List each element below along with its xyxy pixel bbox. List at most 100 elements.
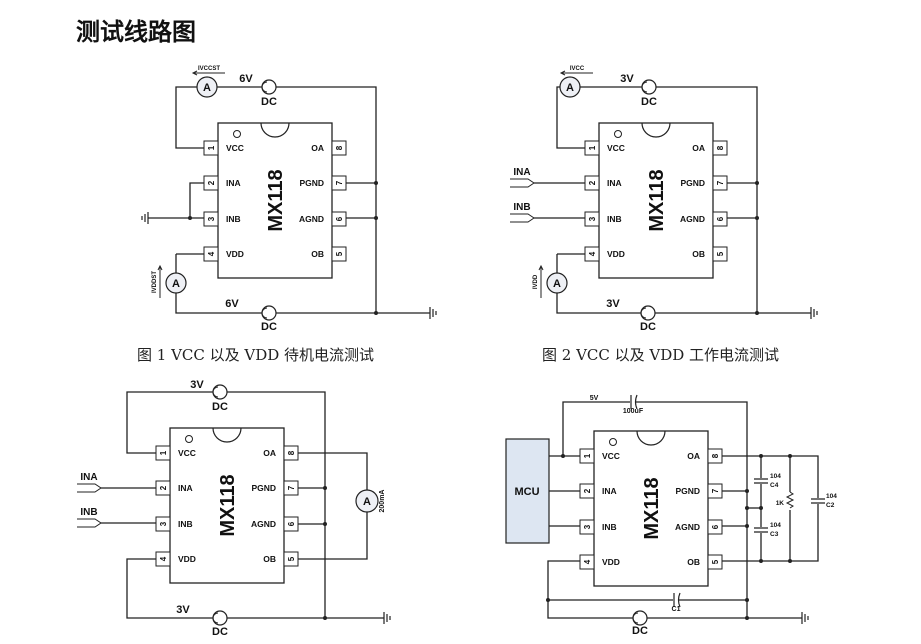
input-label: INB (513, 202, 530, 213)
pin-pad (331, 246, 347, 262)
junction-dot (755, 181, 759, 185)
chip-body (593, 430, 709, 587)
pin-label: OA (263, 448, 276, 458)
dc-label: DC (641, 96, 657, 108)
pin-number: 7 (716, 180, 725, 185)
dc-source-icon (261, 79, 277, 95)
wire (126, 391, 326, 618)
junction-dot (759, 506, 763, 510)
pin-pad (707, 519, 723, 535)
pin-number: 8 (287, 450, 296, 455)
current-arrow-icon (157, 264, 163, 298)
pin-label: VDD (178, 554, 196, 564)
chip-name: MX118 (641, 477, 663, 539)
pin-number: 2 (207, 180, 216, 185)
voltage-label: 6V (239, 73, 253, 85)
pin-label: PGND (675, 486, 700, 496)
pin-number: 5 (716, 251, 725, 256)
pin-label: INA (602, 486, 617, 496)
junction-dot (546, 598, 550, 602)
voltage-label: 3V (620, 73, 634, 85)
pin-number: 2 (159, 485, 168, 490)
pin-number: 3 (207, 216, 216, 221)
current-label: 200mA (379, 490, 386, 513)
capacitor-icon (811, 498, 825, 504)
voltage-label: 3V (606, 298, 620, 310)
pin-number: 3 (159, 521, 168, 526)
pin-number: 7 (335, 180, 344, 185)
dc-label: DC (212, 401, 228, 413)
input-arrow-icon (510, 178, 535, 188)
junction-dot (788, 559, 792, 563)
ground-icon (429, 307, 437, 319)
pin-label: OA (687, 451, 700, 461)
dc-label: DC (640, 321, 656, 333)
dc-source-icon (212, 384, 228, 400)
dc-source-icon (640, 307, 647, 319)
chip-name: MX118 (265, 169, 287, 231)
pin-number: 6 (711, 524, 720, 529)
junction-dot (759, 559, 763, 563)
pin-number: 8 (711, 453, 720, 458)
capacitor-icon (630, 394, 638, 410)
pin-label: INB (607, 214, 622, 224)
junction-dot (323, 486, 327, 490)
ammeter-icon (546, 272, 568, 294)
mcu-label: MCU (514, 486, 539, 498)
pin-label: VCC (602, 451, 620, 461)
ground-icon (810, 307, 818, 319)
current-label: IVCC (570, 66, 585, 72)
capacitor-icon (754, 527, 768, 533)
pin-number: 5 (711, 559, 720, 564)
ammeter-icon (196, 76, 218, 98)
pin-pad (712, 246, 728, 262)
dc-source-icon (632, 610, 648, 626)
dc-label: DC (632, 625, 648, 637)
capacitor-icon (673, 592, 681, 608)
junction-dot (188, 216, 192, 220)
pin-label: OB (311, 249, 324, 259)
pin-number: 4 (588, 251, 597, 256)
capacitor-icon (754, 478, 768, 484)
chip-name: MX118 (646, 169, 668, 231)
chip-notch (636, 430, 666, 446)
ground-icon (383, 612, 391, 624)
pin-label: AGND (680, 214, 705, 224)
voltage-label: 6V (225, 298, 239, 310)
junction-dot (755, 216, 759, 220)
junction-dot (561, 454, 565, 458)
pin-number: 6 (335, 216, 344, 221)
junction-dot (374, 181, 378, 185)
pin-pad (579, 519, 595, 535)
chip-body (598, 122, 714, 279)
pin-label: PGND (680, 178, 705, 188)
ammeter-label: A (172, 278, 180, 290)
dc-label: DC (212, 626, 228, 638)
dc-source-icon (641, 81, 648, 93)
wire (126, 558, 384, 619)
current-label: IVCCST (198, 66, 220, 72)
chip-name: MX118 (217, 474, 239, 536)
pin-pad (331, 211, 347, 227)
pin-label: INA (607, 178, 622, 188)
voltage-label: 3V (190, 379, 204, 391)
pin-label: VDD (602, 557, 620, 567)
pin-label: INA (178, 483, 193, 493)
ammeter-label: A (203, 82, 211, 94)
wire (722, 455, 819, 562)
capacitor-label: 100uF (623, 408, 644, 415)
dc-label: DC (261, 321, 277, 333)
pin-number: 4 (207, 251, 216, 256)
pin-pad (155, 516, 171, 532)
pin-number: 2 (588, 180, 597, 185)
current-arrow-icon (538, 264, 544, 298)
voltage-label: 5V (590, 395, 599, 402)
chip-body (169, 427, 285, 584)
junction-dot (323, 522, 327, 526)
pin-label: VDD (226, 249, 244, 259)
junction-dot (759, 454, 763, 458)
pin-label: OB (263, 554, 276, 564)
input-label: INA (80, 472, 97, 483)
capacitor-icon (754, 478, 768, 484)
